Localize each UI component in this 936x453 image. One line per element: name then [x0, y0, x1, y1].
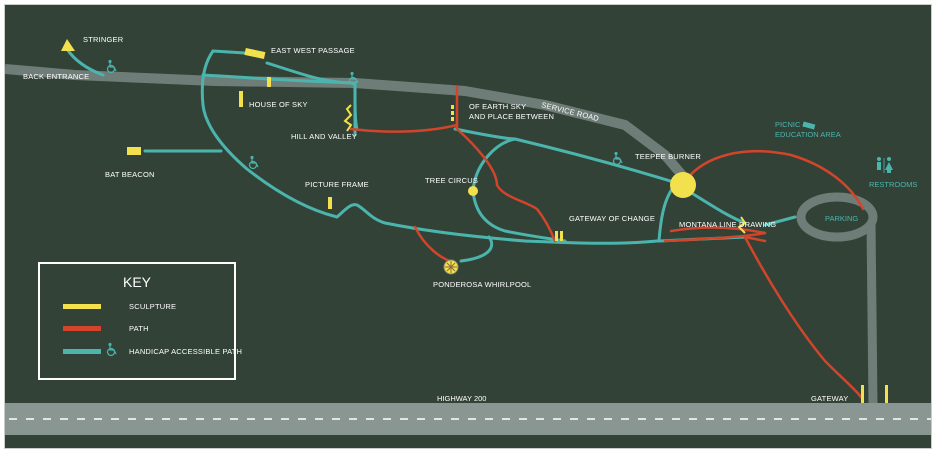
- wheelchair-icon: [248, 155, 259, 170]
- montana-line-drawing-sculpture: [737, 216, 747, 234]
- sculptures: [61, 39, 888, 403]
- label-tree-circus: TREE CIRCUS: [425, 176, 478, 185]
- wheelchair-icon: [106, 342, 117, 357]
- of-earth-sky-sculpture: [451, 105, 454, 109]
- label-bat-beacon: BAT BEACON: [105, 170, 155, 179]
- key-label-path: PATH: [129, 324, 149, 333]
- gateway-of-change-sculpture: [555, 231, 558, 241]
- picture-frame-sculpture: [328, 197, 332, 209]
- house-of-sky-sculpture: [239, 91, 243, 107]
- teepee-burner-sculpture: [670, 172, 696, 198]
- label-back-entrance: BACK ENTRANCE: [23, 72, 89, 81]
- gateway-sculpture-right: [885, 385, 888, 403]
- label-restrooms: RESTROOMS: [869, 180, 917, 189]
- accessibility-icons: [106, 59, 623, 170]
- label-gateway: GATEWAY: [811, 394, 849, 403]
- label-parking: PARKING: [825, 214, 858, 223]
- gateway-sculpture-left: [861, 385, 864, 403]
- label-stringer: STRINGER: [83, 35, 124, 44]
- east-west-passage-sculpture: [244, 47, 266, 59]
- service-road: [5, 64, 691, 185]
- hill-and-valley-sculpture: [343, 104, 353, 132]
- restroom-icon: [877, 157, 893, 173]
- map-key: KEY SCULPTURE PATH HANDICAP ACCESSIBLE P…: [38, 262, 242, 380]
- label-of-earth-sky-2: AND PLACE BETWEEN: [469, 112, 554, 121]
- map-canvas: STRINGER BACK ENTRANCE EAST WEST PASSAGE…: [5, 35, 931, 435]
- label-hill-and-valley: HILL AND VALLEY: [291, 132, 357, 141]
- wheelchair-icon: [348, 71, 359, 86]
- ponderosa-whirlpool-sculpture: [443, 259, 459, 275]
- wheelchair-icon: [612, 151, 623, 166]
- label-montana-line-drawing: MONTANA LINE DRAWING: [679, 220, 776, 229]
- tree-circus-sculpture: [468, 186, 478, 196]
- label-picture-frame: PICTURE FRAME: [305, 180, 369, 189]
- key-accessible-swatch: [63, 349, 101, 354]
- parking-access-road: [866, 222, 878, 406]
- key-label-sculpture: SCULPTURE: [129, 302, 176, 311]
- parking-loop: [796, 192, 878, 242]
- stringer-sculpture: [61, 39, 75, 51]
- key-path-swatch: [63, 326, 101, 331]
- label-teepee-burner: TEEPEE BURNER: [635, 152, 701, 161]
- bat-beacon-sculpture: [127, 147, 141, 155]
- wheelchair-icon: [106, 59, 117, 74]
- label-highway-200: HIGHWAY 200: [437, 394, 486, 403]
- key-title: KEY: [123, 274, 152, 290]
- label-house-of-sky: HOUSE OF SKY: [249, 100, 308, 109]
- label-gateway-of-change: GATEWAY OF CHANGE: [569, 214, 655, 223]
- paths: [349, 85, 865, 399]
- label-ponderosa-whirlpool: PONDEROSA WHIRLPOOL: [433, 280, 531, 289]
- key-sculpture-swatch: [63, 304, 101, 309]
- label-east-west-passage: EAST WEST PASSAGE: [271, 46, 355, 55]
- picnic-table-icon: [802, 121, 816, 130]
- east-west-passage-sculpture-2: [267, 77, 271, 87]
- label-picnic-1: PICNIC &: [775, 120, 808, 129]
- label-picnic-2: EDUCATION AREA: [775, 130, 841, 139]
- label-of-earth-sky-1: OF EARTH SKY: [469, 102, 526, 111]
- key-label-accessible: HANDICAP ACCESSIBLE PATH: [129, 347, 242, 356]
- trail-map: STRINGER BACK ENTRANCE EAST WEST PASSAGE…: [4, 4, 932, 449]
